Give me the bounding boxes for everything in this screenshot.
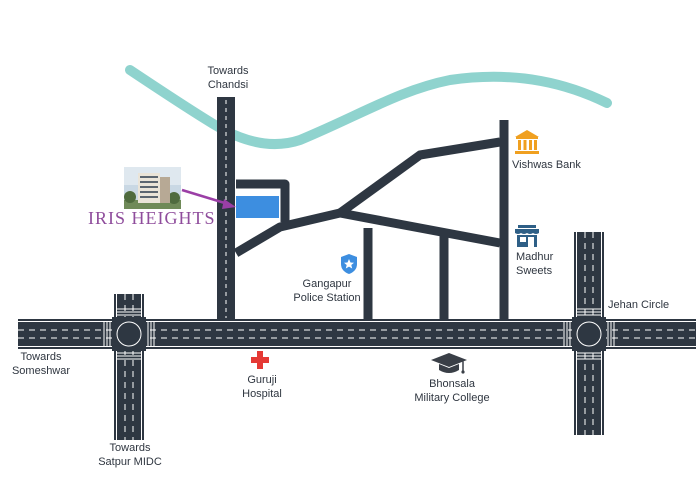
graduation-cap-icon xyxy=(431,353,467,374)
pointer-arrow xyxy=(181,188,236,209)
minor-roads xyxy=(233,120,509,322)
road-diagonal-upper xyxy=(337,137,501,217)
hospital-cross-icon xyxy=(251,351,269,369)
intersection-west xyxy=(103,308,155,360)
bank-icon xyxy=(515,130,539,154)
project-logo: IRIS HEIGHTS xyxy=(88,208,216,228)
police-badge-icon xyxy=(341,254,357,274)
road-towards-chandsi xyxy=(217,97,235,322)
label-jehan-circle: Jehan Circle xyxy=(608,299,670,311)
shop-icon xyxy=(515,225,539,247)
building-photo-icon xyxy=(124,167,181,209)
road-project-loop xyxy=(236,179,290,222)
intersection-jehan-circle xyxy=(563,308,615,360)
road-towards-satpur xyxy=(114,294,144,440)
label-vishwas-bank: Vishwas Bank xyxy=(512,159,581,171)
iris-heights-plot[interactable] xyxy=(236,196,279,218)
river xyxy=(125,65,612,150)
